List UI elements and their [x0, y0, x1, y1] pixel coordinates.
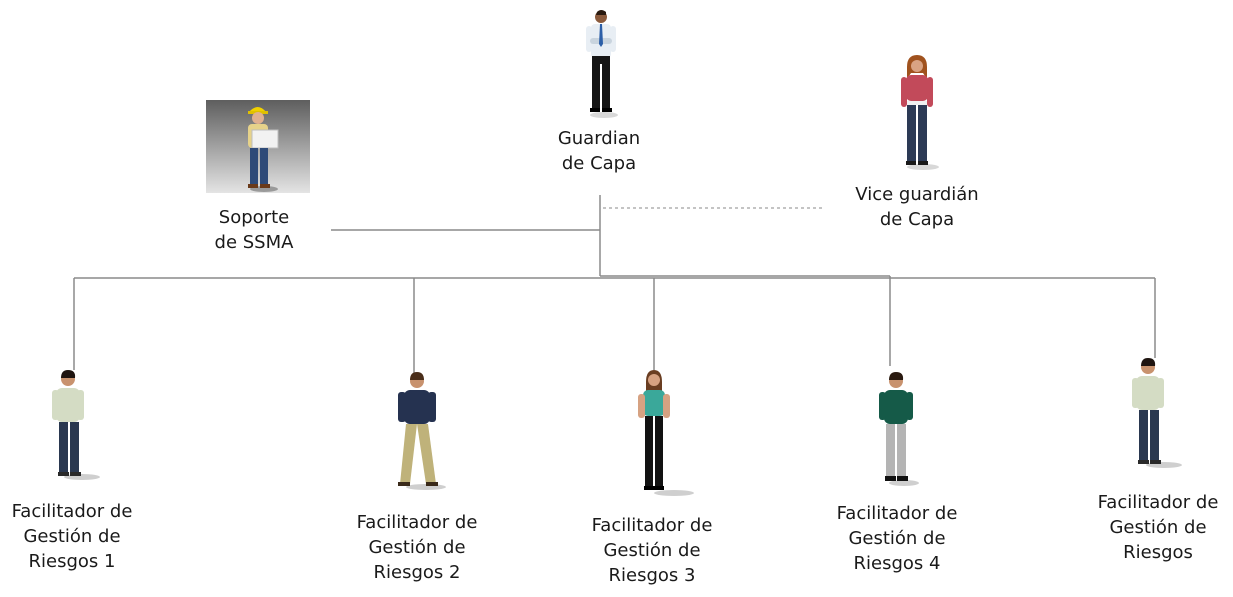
- worker-photo-icon: [206, 100, 310, 193]
- solid-connectors: [73, 195, 1156, 375]
- guardian-person-icon: [586, 10, 618, 118]
- facilitator-2-person-icon: [398, 372, 446, 490]
- facilitator-5-label: Facilitador de Gestión de Riesgos: [1097, 492, 1219, 563]
- vice-guardian-person-icon: [901, 55, 939, 170]
- facilitator-1-person-icon: [52, 370, 100, 480]
- soporte-label: Soporte de SSMA: [214, 207, 294, 253]
- guardian-label: Guardian de Capa: [557, 128, 641, 174]
- facilitator-4-label: Facilitador de Gestión de Riesgos 4: [836, 503, 958, 574]
- facilitator-3-label: Facilitador de Gestión de Riesgos 3: [591, 515, 713, 586]
- vice-guardian-label: Vice guardián de Capa: [855, 184, 979, 230]
- facilitator-5-person-icon: [1132, 358, 1182, 468]
- facilitator-1-label: Facilitador de Gestión de Riesgos 1: [11, 501, 133, 572]
- facilitator-2-label: Facilitador de Gestión de Riesgos 2: [356, 512, 478, 583]
- facilitator-3-person-icon: [638, 370, 694, 496]
- facilitator-4-person-icon: [879, 372, 919, 486]
